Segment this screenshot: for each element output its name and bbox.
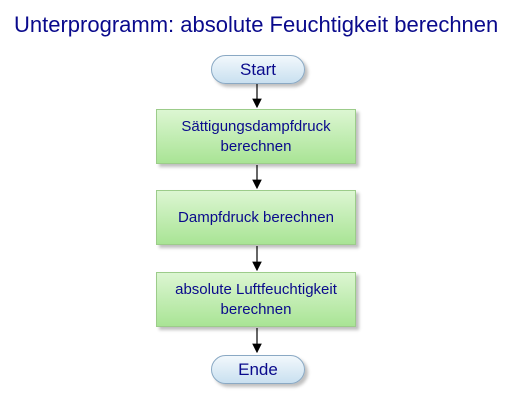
start-node: Start bbox=[211, 55, 305, 84]
start-label: Start bbox=[240, 59, 276, 79]
process-step-absolute-humidity: absolute Luftfeuchtigkeit berechnen bbox=[156, 272, 356, 327]
diagram-title: Unterprogramm: absolute Feuchtigkeit ber… bbox=[14, 12, 499, 37]
process-step-saturation-pressure: Sättigungsdampfdruck berechnen bbox=[156, 109, 356, 164]
end-label: Ende bbox=[238, 359, 278, 379]
end-node: Ende bbox=[211, 355, 305, 384]
process-step-vapor-pressure: Dampfdruck berechnen bbox=[156, 190, 356, 245]
step1-label: Sättigungsdampfdruck berechnen bbox=[181, 117, 331, 155]
step3-label: absolute Luftfeuchtigkeit berechnen bbox=[175, 280, 337, 318]
step2-label: Dampfdruck berechnen bbox=[178, 208, 334, 226]
